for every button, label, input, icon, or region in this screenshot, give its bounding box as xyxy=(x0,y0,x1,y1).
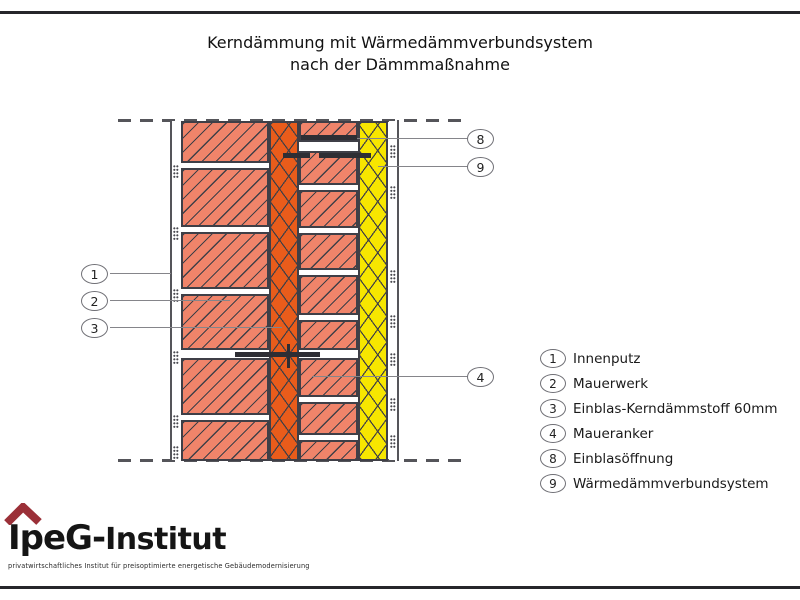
legend-badge-4: 4 xyxy=(540,424,566,443)
blow-in-opening-bar xyxy=(301,135,357,140)
legend-label-4: Maueranker xyxy=(573,425,654,442)
top-border-rule xyxy=(0,11,800,14)
masonry-block xyxy=(299,440,358,461)
masonry-block xyxy=(299,402,358,435)
legend-badge-9: 9 xyxy=(540,474,566,493)
outer-render-layer xyxy=(389,121,397,460)
wall-anchor-cross xyxy=(287,344,290,368)
legend-row: 9 Wärmedämmverbundsystem xyxy=(540,471,778,496)
masonry-block xyxy=(299,233,358,270)
masonry-block xyxy=(299,358,358,397)
callout-8-number: 8 xyxy=(476,131,485,147)
page-title-line2: nach der Dämmmaßnahme xyxy=(290,55,510,74)
legend-row: 3 Einblas-Kerndämmstoff 60mm xyxy=(540,396,778,421)
legend-row: 4 Maueranker xyxy=(540,421,778,446)
callout-2-number: 2 xyxy=(90,293,99,309)
masonry-block xyxy=(181,168,269,227)
masonry-block xyxy=(299,190,358,228)
top-break-line xyxy=(118,119,462,122)
masonry-block xyxy=(181,420,269,461)
legend-label-2: Mauerwerk xyxy=(573,375,649,392)
callout-4-number: 4 xyxy=(476,369,485,385)
leader-line-2 xyxy=(110,300,230,302)
callout-3-number: 3 xyxy=(90,320,99,336)
leader-line-9 xyxy=(378,166,468,168)
callout-4: 4 xyxy=(467,367,494,387)
callout-2: 2 xyxy=(81,291,108,311)
leader-line-4 xyxy=(312,376,468,378)
masonry-block xyxy=(181,294,269,350)
callout-8: 8 xyxy=(467,129,494,149)
legend: 1 Innenputz 2 Mauerwerk 3 Einblas-Kerndä… xyxy=(540,346,778,496)
logo-text-bold: IpeG- xyxy=(8,518,106,558)
leader-line-1 xyxy=(110,273,171,275)
legend-row: 2 Mauerwerk xyxy=(540,371,778,396)
callout-9-number: 9 xyxy=(476,159,485,175)
legend-badge-1: 1 xyxy=(540,349,566,368)
callout-1-number: 1 xyxy=(90,266,99,282)
roof-chevron-icon xyxy=(4,503,42,525)
masonry-block xyxy=(299,275,358,315)
wall-anchor-bar xyxy=(235,352,320,357)
masonry-block xyxy=(181,358,269,415)
masonry-block xyxy=(299,320,358,350)
legend-label-3: Einblas-Kerndämmstoff 60mm xyxy=(573,400,778,417)
bottom-border-rule xyxy=(0,586,800,589)
blow-in-opening-bar xyxy=(283,153,310,158)
logo-tagline: privatwirtschaftliches Institut für prei… xyxy=(8,562,310,570)
blow-in-opening-bar xyxy=(319,153,371,158)
masonry-block xyxy=(181,232,269,289)
logo-text-rest: Institut xyxy=(105,522,227,557)
legend-label-9: Wärmedämmverbundsystem xyxy=(573,475,769,492)
core-insulation-layer xyxy=(269,121,299,461)
legend-badge-2: 2 xyxy=(540,374,566,393)
legend-badge-8: 8 xyxy=(540,449,566,468)
logo-wordmark: IpeG-Institut xyxy=(8,518,227,558)
callout-1: 1 xyxy=(81,264,108,284)
leader-line-8 xyxy=(357,138,468,140)
inner-face-line xyxy=(170,120,172,461)
legend-label-1: Innenputz xyxy=(573,350,641,367)
page-title-line1: Kerndämmung mit Wärmedämmverbundsystem xyxy=(207,33,593,52)
legend-label-8: Einblasöffnung xyxy=(573,450,674,467)
callout-9: 9 xyxy=(467,157,494,177)
leader-line-3 xyxy=(110,327,282,329)
legend-row: 1 Innenputz xyxy=(540,346,778,371)
masonry-block xyxy=(181,121,269,163)
legend-row: 8 Einblasöffnung xyxy=(540,446,778,471)
inner-plaster-layer xyxy=(172,121,181,460)
legend-badge-3: 3 xyxy=(540,399,566,418)
outer-face-line xyxy=(396,120,399,461)
callout-3: 3 xyxy=(81,318,108,338)
wdvs-insulation-layer xyxy=(358,121,388,461)
